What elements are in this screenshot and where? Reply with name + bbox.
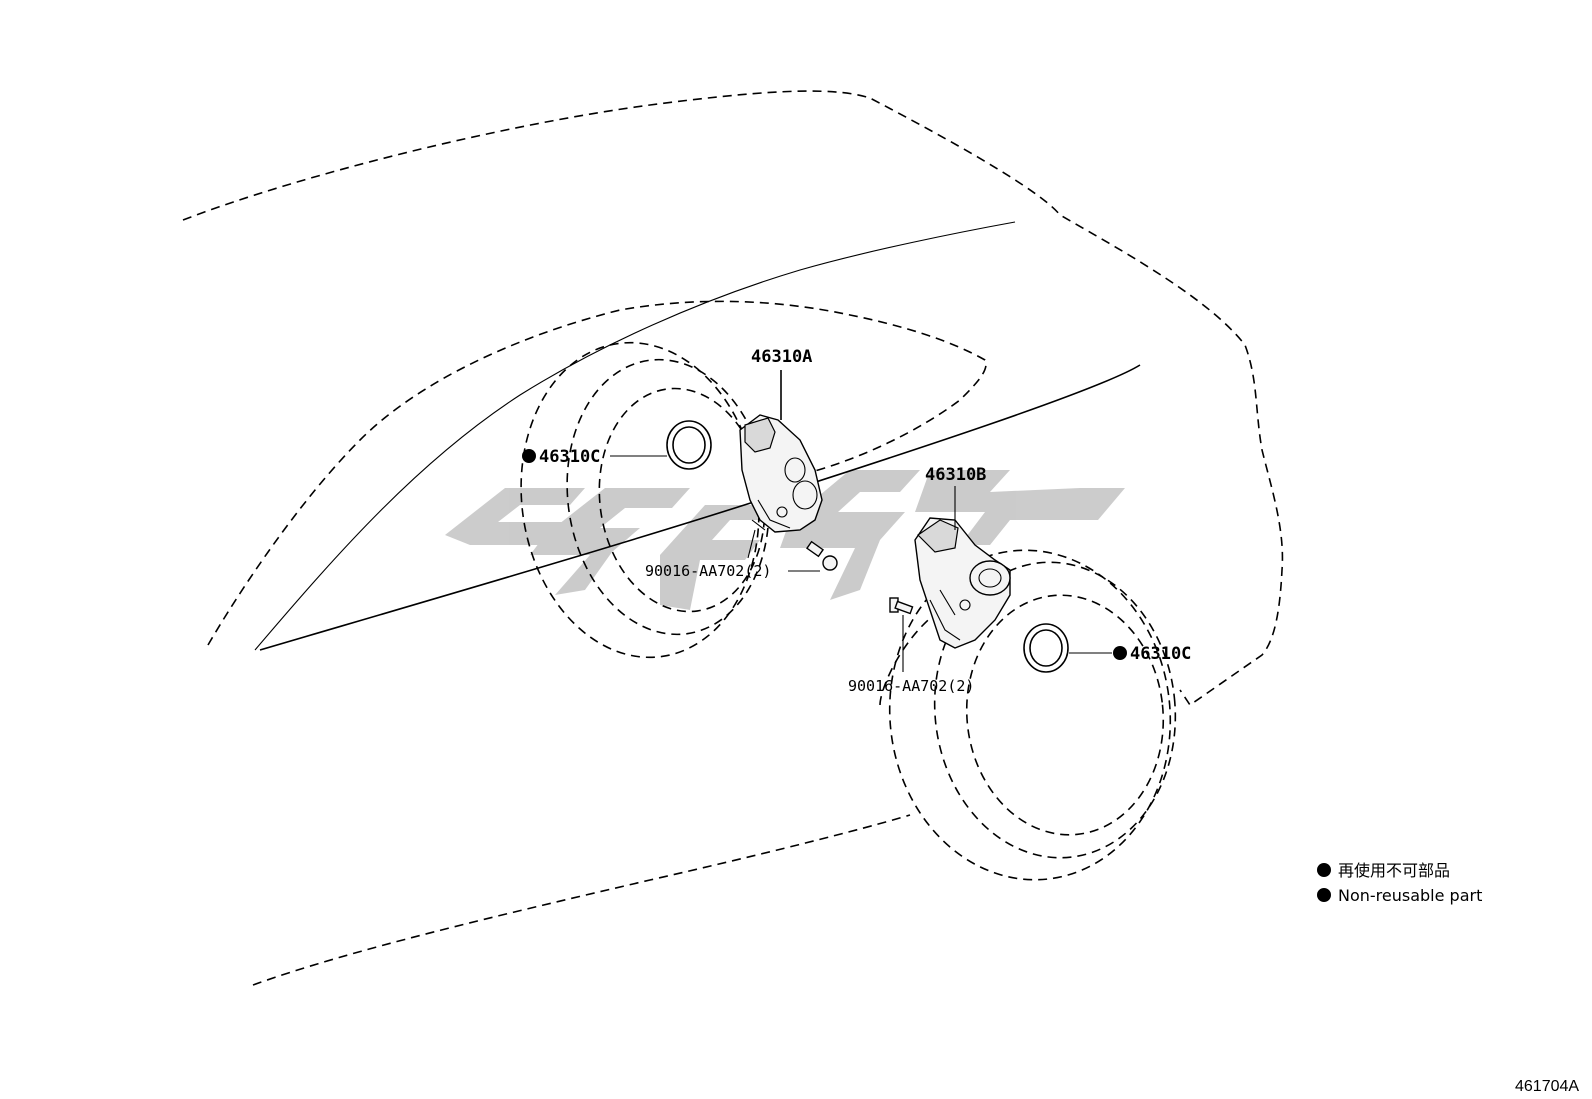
legend-marker-icon xyxy=(1317,863,1331,877)
callout-bolt-left: 90016-AA702(2) xyxy=(645,562,771,580)
actuator-a xyxy=(739,414,823,533)
seal-right xyxy=(1023,623,1069,673)
callout-seal-left-group: 46310C xyxy=(522,447,600,467)
callout-seal-left: 46310C xyxy=(539,447,600,467)
non-reusable-marker-icon xyxy=(1113,646,1127,660)
callout-actuator-a: 46310A xyxy=(751,347,812,367)
actuator-b xyxy=(914,517,1011,649)
callout-bolt-right: 90016-AA702(2) xyxy=(848,677,974,695)
watermark-logo xyxy=(445,470,1125,610)
legend-item-en: Non-reusable part xyxy=(1338,886,1482,905)
rear-wheel xyxy=(888,549,1177,881)
callout-seal-right-group: 46310C xyxy=(1113,644,1191,664)
legend-marker-icon xyxy=(1317,888,1331,902)
bolt-right xyxy=(889,597,914,615)
bolt-left xyxy=(805,540,838,571)
vehicle-body-outline xyxy=(182,90,1284,986)
figure-number: 461704A xyxy=(1515,1078,1579,1095)
leader-lines xyxy=(610,370,1112,672)
callout-seal-right: 46310C xyxy=(1130,644,1191,664)
legend: 再使用不可部品 Non-reusable part xyxy=(1317,861,1482,905)
seal-left xyxy=(666,420,712,470)
non-reusable-marker-icon xyxy=(522,449,536,463)
callout-actuator-b: 46310B xyxy=(925,465,986,485)
legend-item-jp: 再使用不可部品 xyxy=(1338,861,1450,880)
